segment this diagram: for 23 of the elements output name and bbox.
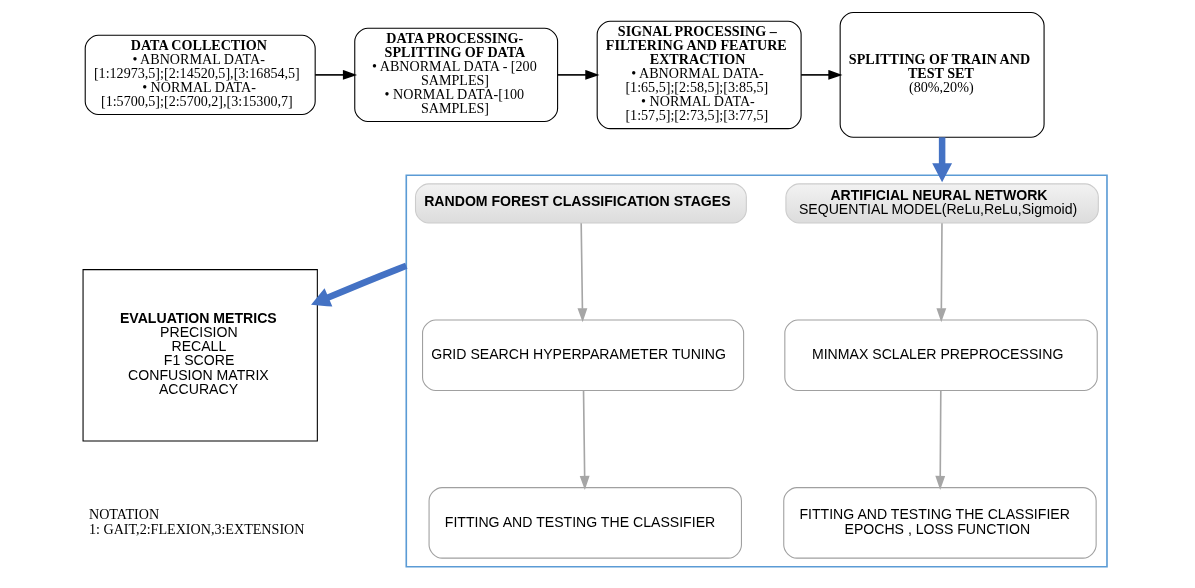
node-box: DATA PROCESSING- SPLITTING OF DATA • ABNORMAL DATA - [200 SAMPLES] • NORMAL DATA-[100 SAMPLES] (353, 27, 558, 123)
label: NOTATION (88, 505, 159, 522)
node-box: DATA COLLECTION • ABNORMAL DATA- [1:12973,5];[2:14520,5],[3:16854,5] • NORMAL DATA- [1:5700,5];[2:5700,2],[3:15300,7] (84, 34, 316, 116)
arrow (935, 222, 946, 323)
arrow (579, 389, 590, 490)
arrow (934, 389, 945, 490)
node-box: FITTING AND TESTING THE CLASSIFIER (428, 487, 742, 559)
node-box: FITTING AND TESTING THE CLASSIFIER EPOCHS , LOSS FUNCTION (782, 487, 1097, 559)
node-box: SPLITTING OF TRAIN AND TEST SET (80%,20%) (839, 12, 1045, 138)
node-box: ARTIFICIAL NEURAL NETWORK SEQUENTIAL MODEL(ReLu,ReLu,Sigmoid) (784, 183, 1099, 224)
arrow (576, 222, 587, 323)
arrow (556, 69, 599, 80)
cluster (404, 174, 1108, 568)
node-box: MINMAX SCLALER PREPROCESSING (783, 319, 1098, 392)
node-box: SIGNAL PROCESSING – FILTERING AND FEATURE EXTRACTION • ABNORMAL DATA- [1:65,5];[2:58,5];[3:85,5] • NORMAL DATA- [1:57,5];[2:73,5];[3:77,5] (596, 20, 802, 130)
arrow (313, 69, 357, 80)
arrow (310, 262, 407, 307)
node-box: RANDOM FOREST CLASSIFICATION STAGES (414, 183, 747, 224)
arrow (931, 137, 952, 183)
node-box: EVALUATION METRICS PRECISION RECALL F1 SCORE CONFUSION MATRIX ACCURACY (82, 269, 318, 442)
node-box: GRID SEARCH HYPERPARAMETER TUNING (421, 319, 744, 392)
label: 1: GAIT,2:FLEXION,3:EXTENSION (88, 521, 304, 538)
arrow (799, 69, 842, 80)
